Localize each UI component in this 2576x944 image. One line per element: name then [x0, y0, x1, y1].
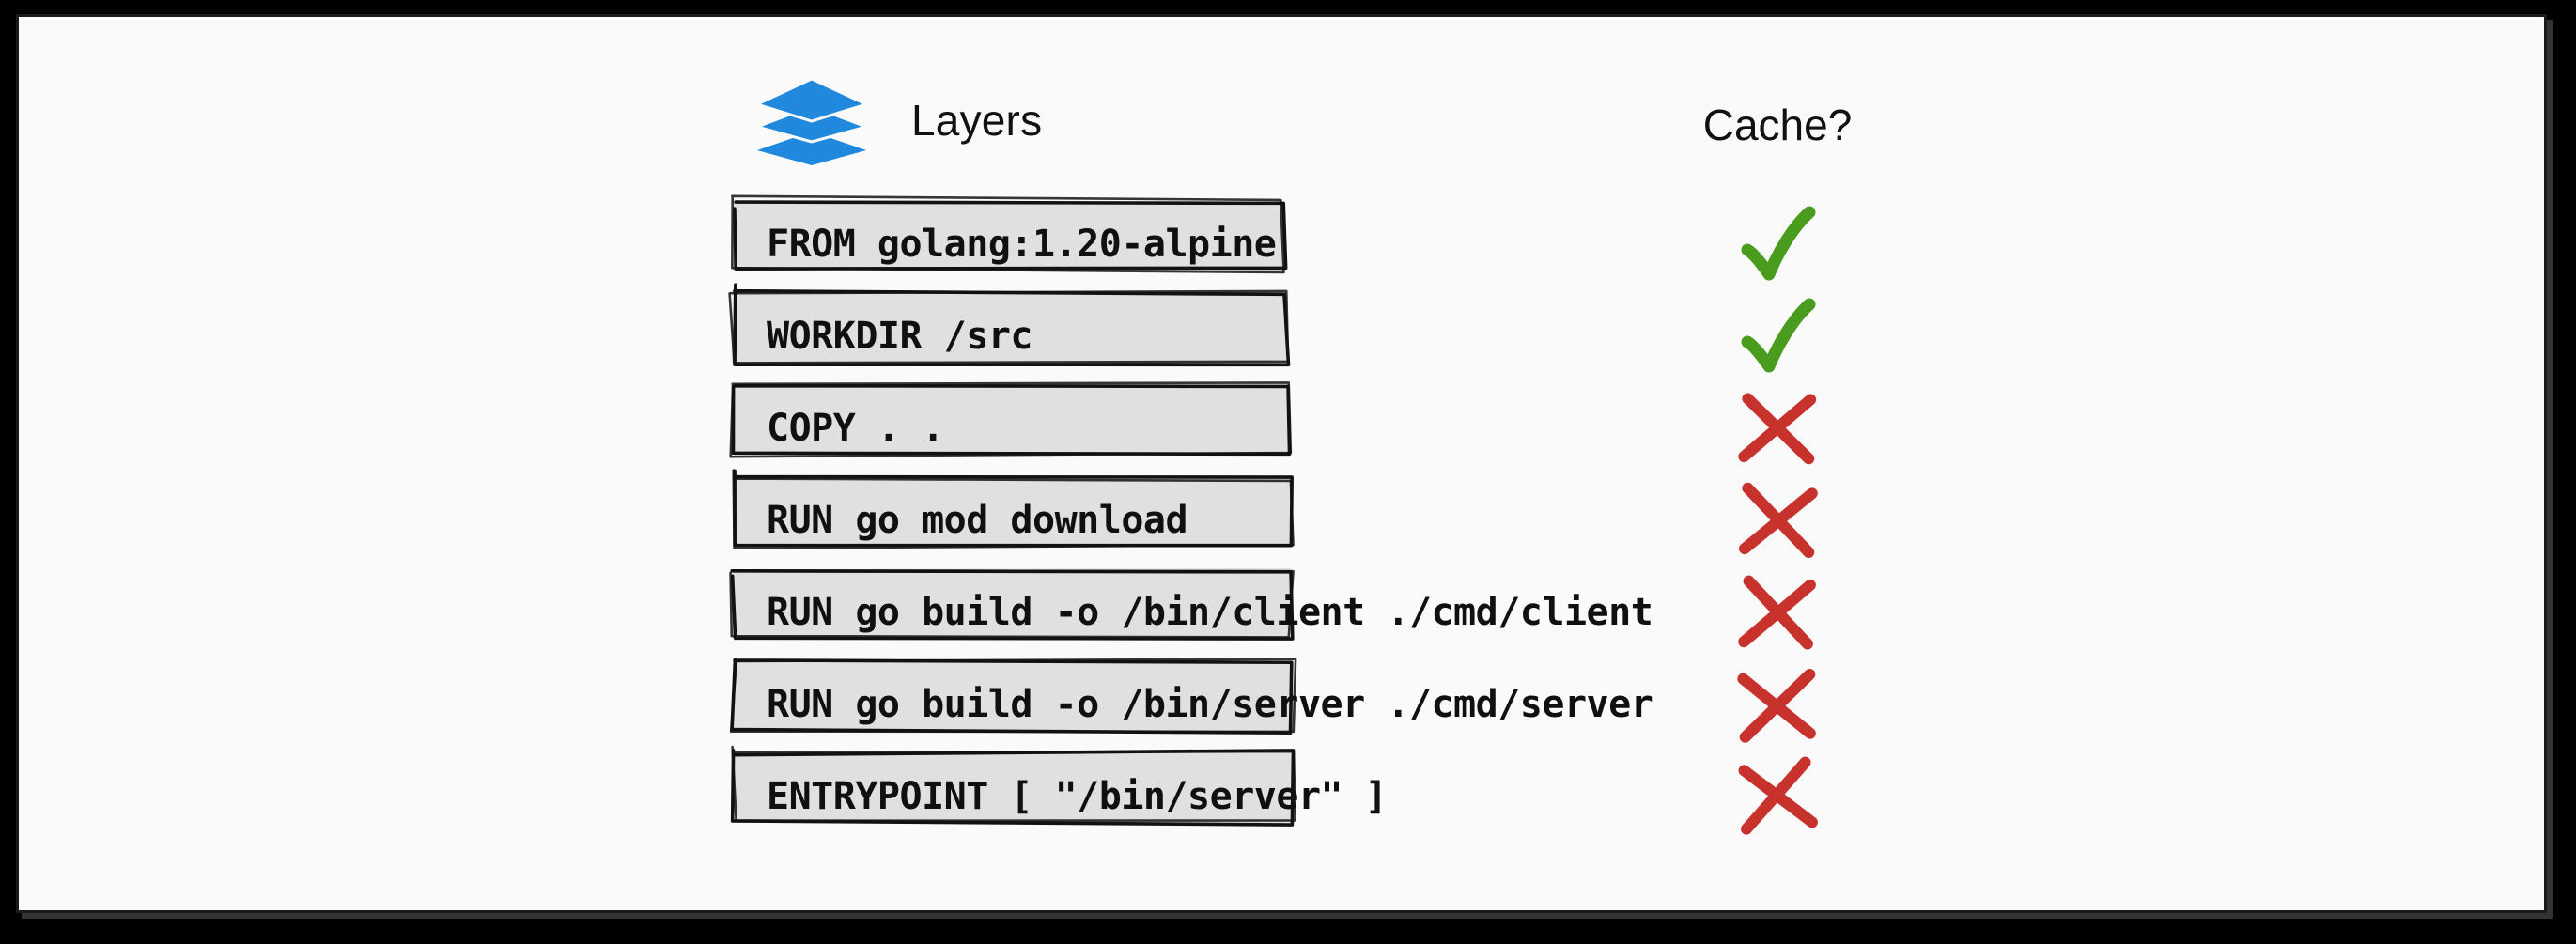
instruction-box-outline: [732, 469, 1295, 550]
instruction-text: RUN go build -o /bin/server ./cmd/server: [767, 683, 1653, 726]
instruction-text: RUN go build -o /bin/client ./cmd/client: [767, 591, 1653, 634]
instruction-row: WORKDIR /src: [19, 283, 2544, 379]
instruction-text: FROM golang:1.20-alpine: [767, 223, 1277, 266]
instruction-row: RUN go mod download: [19, 469, 2544, 564]
instruction-box[interactable]: ENTRYPOINT [ "/bin/server" ]: [730, 745, 1388, 840]
instruction-box[interactable]: FROM golang:1.20-alpine: [730, 194, 1288, 287]
instruction-row: ENTRYPOINT [ "/bin/server" ]: [19, 745, 2544, 840]
instruction-box[interactable]: COPY . .: [729, 381, 1293, 472]
layers-column-header: Layers: [753, 75, 1042, 165]
red-x-icon: [1738, 482, 1818, 558]
instruction-box-outline: [729, 568, 1295, 641]
instruction-box-outline: [728, 283, 1291, 367]
instruction-row: FROM golang:1.20-alpine: [19, 194, 2544, 287]
cache-column-header: Cache?: [1702, 101, 1853, 149]
instruction-box-outline: [729, 381, 1293, 458]
layers-stack-icon: [753, 77, 870, 165]
green-check-icon: [1741, 206, 1816, 281]
instruction-text: ENTRYPOINT [ "/bin/server" ]: [767, 775, 1388, 818]
instruction-text: RUN go mod download: [767, 499, 1188, 542]
instruction-row: RUN go build -o /bin/server ./cmd/server: [19, 658, 2544, 748]
green-check-icon: [1741, 298, 1816, 373]
instruction-text: COPY . .: [767, 407, 944, 450]
instruction-box[interactable]: RUN go build -o /bin/client ./cmd/client: [729, 568, 1653, 656]
instruction-row: COPY . .: [19, 381, 2544, 472]
red-x-icon: [1738, 575, 1816, 650]
red-x-icon: [1738, 393, 1817, 465]
instruction-box-outline: [729, 658, 1297, 735]
instruction-box-outline: [730, 194, 1288, 274]
instruction-box-outline: [730, 745, 1297, 827]
instruction-text: WORKDIR /src: [767, 315, 1032, 358]
instruction-row: RUN go build -o /bin/client ./cmd/client: [19, 568, 2544, 656]
red-x-icon: [1737, 668, 1816, 743]
instruction-box[interactable]: WORKDIR /src: [728, 283, 1291, 379]
layers-column-title: Layers: [911, 96, 1043, 145]
instruction-box[interactable]: RUN go build -o /bin/server ./cmd/server: [729, 658, 1653, 748]
instruction-box[interactable]: RUN go mod download: [732, 469, 1295, 564]
red-x-icon: [1738, 756, 1818, 835]
